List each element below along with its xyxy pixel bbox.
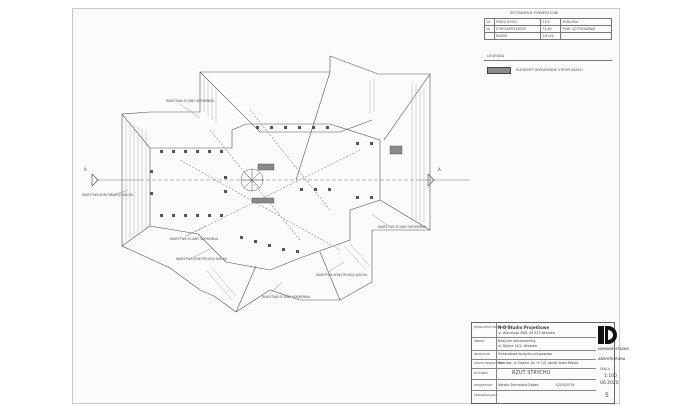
- tb-label: SPRAWDZAJĄCY: [474, 393, 498, 397]
- tb-label: ADRES INWESTYCJI: [474, 361, 503, 365]
- plan-note: WARSTWA ŚCIANY WYMIENNA: [262, 295, 310, 299]
- plan-note: WARSTWA ŚCIANY WYMIENNA: [170, 237, 218, 241]
- tb-value: Wrocław, ul. Dębna, dz. nr 1/2, obręb St…: [498, 361, 579, 365]
- area-table: 1a POKÓJ GOŚCI 11,0 PODŁOGA 1b STRYCH/PR…: [484, 18, 612, 40]
- title-block-divider: [496, 323, 497, 403]
- section-marker-left: A: [84, 167, 87, 172]
- building-outline: [149, 123, 381, 271]
- tb-label: JEDNOSTKA PROJEKTOWA: [474, 325, 513, 329]
- legend-swatch: [487, 67, 511, 74]
- tb-row-line: [472, 368, 596, 369]
- tb-label: OBIEKT: [474, 339, 485, 343]
- legend-title: LEGENDA: [487, 54, 505, 58]
- plan-note: WARSTWA ŚCIANY WYMIENNA: [166, 99, 214, 103]
- legend-divider: [484, 60, 612, 61]
- tb-value: ul. Wieczysta 46/8, 50-525 Wrocław: [498, 331, 555, 335]
- tb-value: Budynek jednorodzinny: [498, 339, 536, 343]
- area-table-title: ZESTAWIENIE POWIERZCHNI: [510, 11, 559, 15]
- table-row: RAZEM 100,40: [484, 32, 612, 40]
- tb-value: N-D Studio Projektowe: [498, 325, 550, 330]
- studio-name: NOMADE STUDIO: [598, 347, 630, 351]
- drawing-sheet: [72, 8, 620, 404]
- plan-note: WARSTWA KONSTRUKCJI DACHU: [176, 257, 228, 261]
- sheet-number: 5: [605, 392, 609, 399]
- logo-mark-right: [605, 326, 617, 344]
- plan-note: WARSTWA ŚCIANY WYMIENNA: [378, 225, 426, 229]
- plan-note: WARSTWA KONSTRUKCJI DACHU: [82, 193, 134, 197]
- drawing-title: RZUT STRYCHU: [512, 370, 551, 376]
- plan-note: WARSTWA KONSTRUKCJI DACHU: [316, 273, 368, 277]
- tb-value: Przebudowa budynku usługowego: [498, 352, 553, 356]
- tb-label: INWESTOR: [474, 352, 491, 356]
- tb-row-line: [472, 359, 596, 360]
- tb-label: PROJEKTANT: [474, 383, 493, 387]
- scale-label: SKALA: [600, 367, 611, 371]
- studio-logo: [598, 326, 618, 346]
- section-marker-right: A: [438, 167, 441, 172]
- table-cell: 100,40: [540, 32, 562, 40]
- scale-value: 1:100: [604, 374, 617, 379]
- tb-row-line: [472, 390, 596, 391]
- tb-value: Natalia Sternalska-Dąbek: [498, 383, 539, 387]
- roof-outline: [121, 55, 431, 313]
- signature-date: 02/04/2019: [556, 383, 575, 387]
- tb-row-line: [472, 350, 596, 351]
- tb-row-line: [472, 337, 596, 338]
- tb-row-line: [472, 379, 596, 380]
- studio-sub: ARCHITEKTURA: [598, 357, 626, 361]
- table-cell: RAZEM: [493, 32, 542, 40]
- table-cell: [560, 32, 612, 40]
- tb-label: RYSUNEK: [474, 371, 488, 375]
- date-value: 06.2020: [600, 381, 619, 386]
- logo-mark-left: [598, 326, 604, 344]
- legend-item-label: ELEMENTY WYBURZANE STROPU/DACH: [516, 68, 583, 72]
- title-block: JEDNOSTKA PROJEKTOWA N-D Studio Projekto…: [471, 322, 615, 404]
- tb-value: ul. Dębna 14/1, Wrocław: [498, 344, 537, 348]
